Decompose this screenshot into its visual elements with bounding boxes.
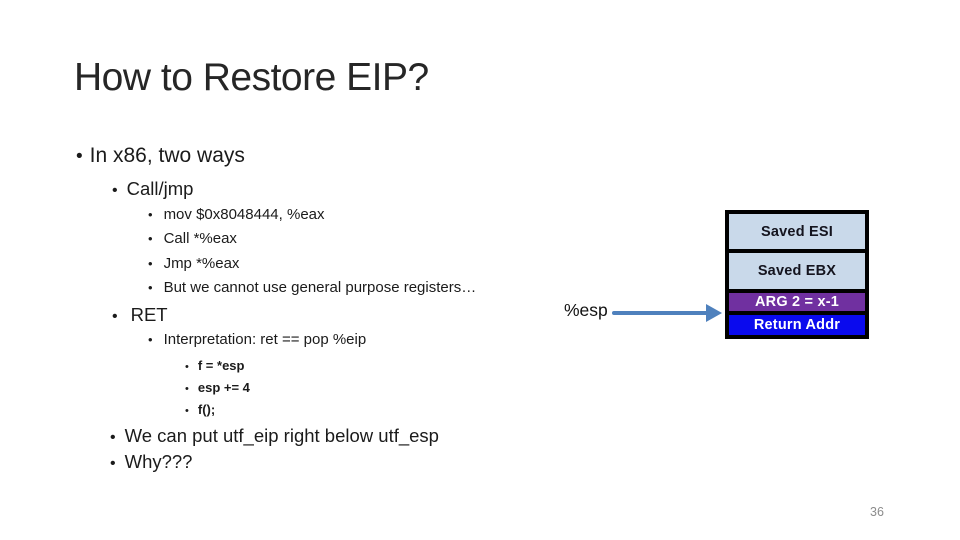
esp-arrow-head-icon <box>706 304 722 322</box>
bullet-text: We can put utf_eip right below utf_esp <box>124 425 439 446</box>
bullet-interpretation: • Interpretation: ret == pop %eip <box>148 331 366 348</box>
bullet-utf-eip: • We can put utf_eip right below utf_esp <box>110 425 439 447</box>
bullet-text: RET <box>130 304 168 325</box>
stack-row-arg2: ARG 2 = x-1 <box>729 293 865 311</box>
bullet-esp-inc: • esp += 4 <box>185 380 250 395</box>
bullet-marker: • <box>185 405 189 417</box>
bullet-marker: • <box>185 361 189 373</box>
bullet-call-eax: • Call *%eax <box>148 230 237 247</box>
bullet-no-gpr: • But we cannot use general purpose regi… <box>148 279 476 296</box>
bullet-text: Interpretation: ret == pop %eip <box>163 331 367 348</box>
bullet-in-x86: • In x86, two ways <box>76 144 245 168</box>
bullet-marker: • <box>148 280 153 295</box>
bullet-marker: • <box>76 146 83 167</box>
stack-row-saved-ebx: Saved EBX <box>729 253 865 289</box>
bullet-marker: • <box>110 429 116 446</box>
bullet-ret: • RET <box>112 304 168 326</box>
bullet-text: f(); <box>197 402 216 417</box>
bullet-marker: • <box>148 207 153 222</box>
stack-row-label: ARG 2 = x-1 <box>755 294 839 310</box>
bullet-mov: • mov $0x8048444, %eax <box>148 206 325 223</box>
stack-row-label: Saved EBX <box>757 263 837 279</box>
stack-row-label: Saved ESI <box>761 223 833 240</box>
bullet-marker: • <box>112 308 118 325</box>
bullet-f-deref: • f = *esp <box>185 358 244 373</box>
bullet-text: mov $0x8048444, %eax <box>163 206 325 223</box>
bullet-text: f = *esp <box>197 358 245 373</box>
bullet-marker: • <box>148 332 153 347</box>
bullet-text: Why??? <box>124 451 193 472</box>
bullet-text: But we cannot use general purpose regist… <box>163 279 477 296</box>
esp-pointer-label: %esp <box>564 300 608 320</box>
bullet-marker: • <box>148 231 153 246</box>
page-number: 36 <box>870 505 884 519</box>
bullet-call-jmp: • Call/jmp <box>112 178 193 200</box>
bullet-text: Call/jmp <box>126 178 194 199</box>
bullet-marker: • <box>112 182 118 199</box>
bullet-text: Call *%eax <box>163 230 237 247</box>
bullet-why: • Why??? <box>110 451 192 473</box>
bullet-jmp-eax: • Jmp *%eax <box>148 255 239 272</box>
stack-row-label: Return Addr <box>753 317 841 333</box>
page-title: How to Restore EIP? <box>74 56 429 99</box>
bullet-marker: • <box>110 455 116 472</box>
stack-diagram: Saved ESI Saved EBX ARG 2 = x-1 Return A… <box>725 210 869 339</box>
bullet-text: esp += 4 <box>197 380 250 395</box>
bullet-marker: • <box>148 256 153 271</box>
stack-row-saved-esi: Saved ESI <box>729 214 865 249</box>
bullet-f-call: • f(); <box>185 402 215 417</box>
bullet-text: Jmp *%eax <box>163 255 240 272</box>
bullet-text: In x86, two ways <box>89 144 245 167</box>
stack-row-return-addr: Return Addr <box>729 315 865 335</box>
bullet-marker: • <box>185 383 189 395</box>
esp-arrow-shaft <box>612 311 710 315</box>
